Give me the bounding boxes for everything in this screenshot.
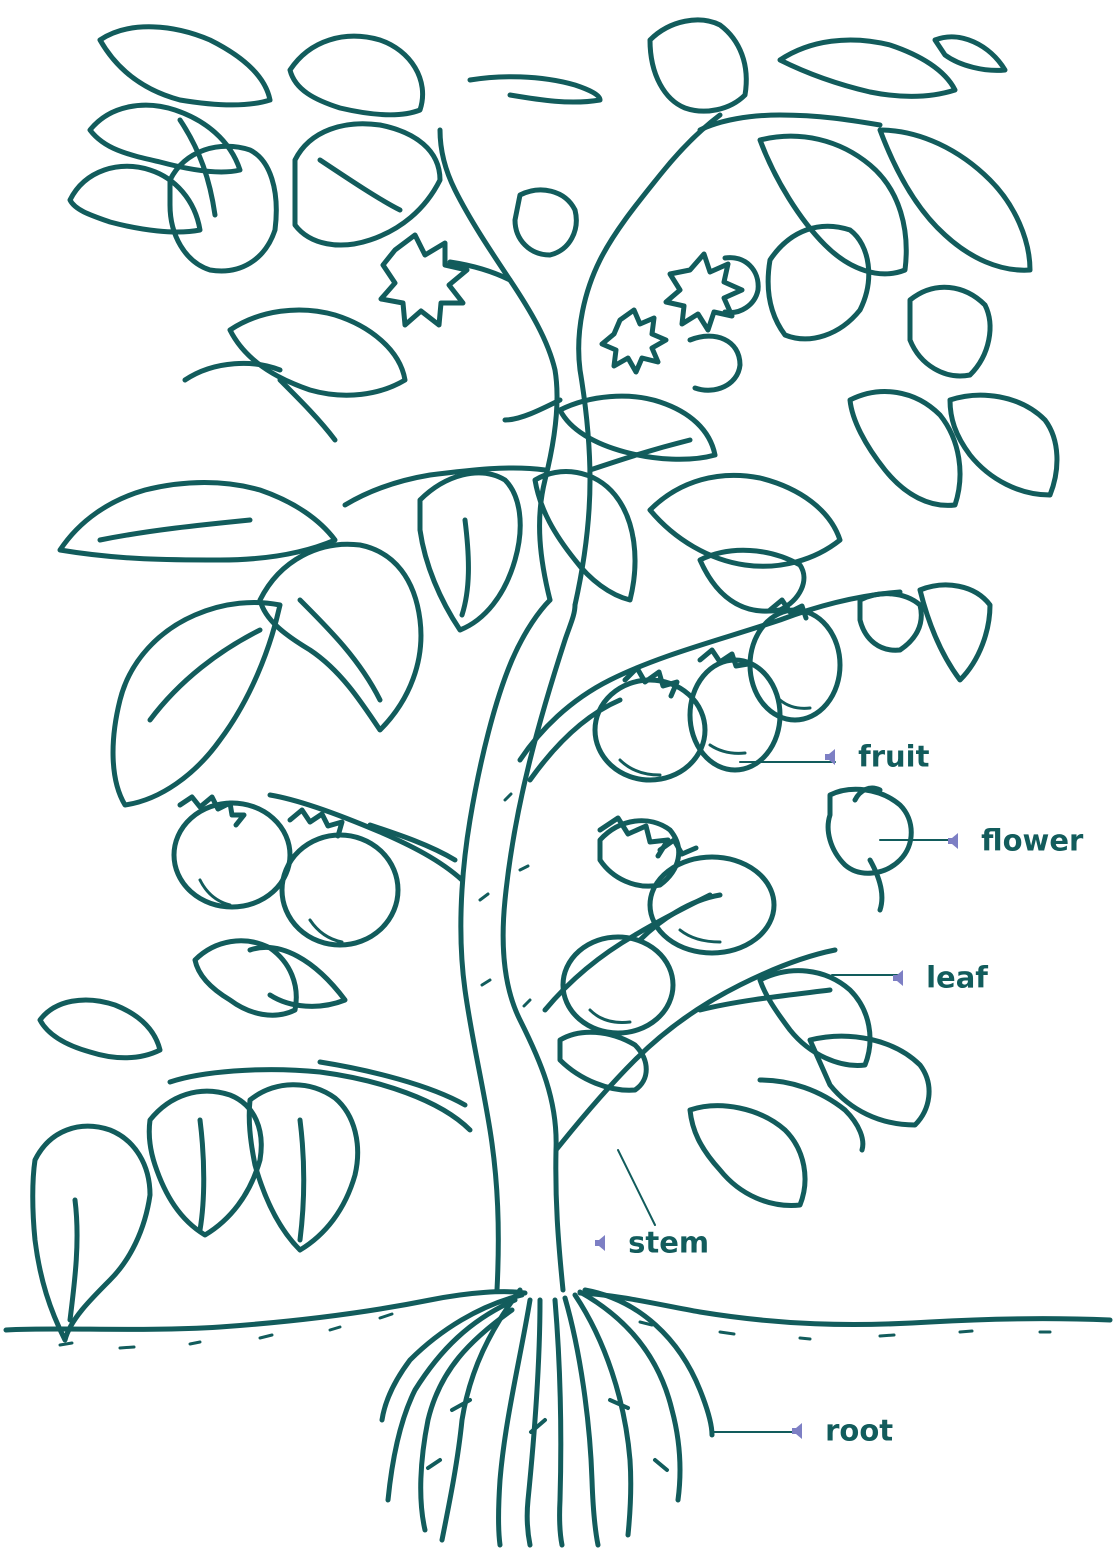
speaker-icon[interactable] [893,970,906,986]
leader-line-stem [618,1150,655,1225]
speaker-icon[interactable] [595,1235,608,1251]
speaker-icon-shape [825,749,835,765]
label-stem-text: stem [628,1226,709,1260]
leaves [33,20,1057,1340]
leader-lines [618,762,955,1432]
roots [382,1290,712,1545]
speaker-icon-shape [792,1423,802,1439]
label-stem[interactable]: stem [595,1227,709,1258]
label-fruit[interactable]: fruit [825,741,929,772]
speaker-icon[interactable] [792,1423,805,1439]
label-leaf[interactable]: leaf [893,962,988,993]
label-root[interactable]: root [792,1415,893,1446]
speaker-icon-shape [948,833,958,849]
label-root-text: root [825,1414,893,1448]
flowers [381,190,911,910]
label-fruit-text: fruit [858,740,929,774]
speaker-icon[interactable] [825,749,838,765]
label-flower-text: flower [981,824,1083,858]
label-leaf-text: leaf [926,961,988,995]
speaker-icon-shape [595,1235,605,1251]
main-stem [170,115,900,1290]
speaker-icon-shape [893,970,903,986]
speaker-icon[interactable] [948,833,961,849]
label-flower[interactable]: flower [948,825,1083,856]
